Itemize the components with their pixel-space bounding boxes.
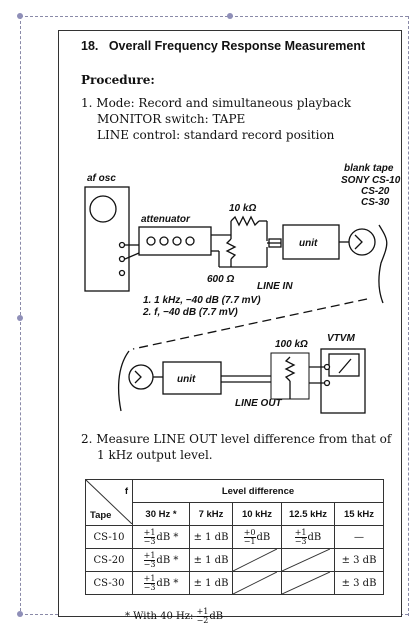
label-signal-1: 1. 1 kHz, −40 dB (7.7 mV) <box>143 295 261 306</box>
label-tape-cs10: SONY CS-10 <box>341 175 401 186</box>
empty-cell-slash <box>233 572 277 594</box>
cell-12-5khz-empty <box>281 571 335 595</box>
label-r3: 100 kΩ <box>275 339 308 350</box>
label-attenuator: attenuator <box>141 214 191 225</box>
manual-page: 18. Overall Frequency Response Measureme… <box>58 30 402 625</box>
label-signal-2: 2. f, −40 dB (7.7 mV) <box>142 307 238 318</box>
group-header: Level difference <box>132 479 384 503</box>
label-tape-cs20: CS-20 <box>361 186 390 197</box>
margin-handle-top-left <box>17 13 23 19</box>
cell-15khz: ± 3 dB <box>334 548 384 572</box>
row-tape: CS-30 <box>85 571 133 595</box>
margin-handle-top-mid <box>227 13 233 19</box>
af-osc-box <box>84 186 130 292</box>
vtvm-meter <box>328 353 360 377</box>
resistor-10k <box>230 215 260 227</box>
cell-10khz-empty <box>232 571 282 595</box>
section-title-text: Overall Frequency Response Measurement <box>108 39 366 53</box>
step-2-line-1: 2. Measure LINE OUT level difference fro… <box>81 432 392 446</box>
label-af-osc: af osc <box>87 173 116 184</box>
measurement-diagram: af osc attenuator 10 kΩ 600 Ω unit LINE … <box>84 163 401 414</box>
step-1-line-2: MONITOR switch: TAPE <box>97 112 246 126</box>
corner-f: f <box>124 486 128 497</box>
cell-15khz: — <box>334 525 384 549</box>
section-title: 18. Overall Frequency Response Measureme… <box>81 39 365 53</box>
table-corner-cell: f Tape <box>85 479 133 526</box>
corner-tape: Tape <box>90 510 112 521</box>
margin-guide-top <box>20 16 408 17</box>
label-blank-tape: blank tape <box>344 163 394 174</box>
col-header-7khz: 7 kHz <box>189 502 233 526</box>
procedure-label: Procedure: <box>81 73 155 87</box>
margin-handle-left-mid <box>17 315 23 321</box>
step-2: 2. Measure LINE OUT level difference fro… <box>81 431 391 463</box>
attenuator-box <box>138 226 212 256</box>
label-tape-cs30: CS-30 <box>361 197 390 208</box>
col-header-10khz: 10 kHz <box>232 502 282 526</box>
corner-diagonal <box>86 480 132 524</box>
empty-cell-slash <box>282 572 330 594</box>
col-header-30hz: 30 Hz * <box>132 502 190 526</box>
af-osc-dial <box>89 195 117 223</box>
cell-10khz-empty <box>232 548 282 572</box>
label-unit-bottom: unit <box>177 374 196 385</box>
label-r1: 10 kΩ <box>229 203 256 214</box>
tape-path-bottom <box>117 350 130 412</box>
row-tape: CS-20 <box>85 548 133 572</box>
label-line-in: LINE IN <box>257 281 293 292</box>
cell-7khz: ± 1 dB <box>189 548 233 572</box>
empty-cell-slash <box>282 549 330 571</box>
resistor-100k <box>284 356 296 382</box>
section-number: 18. <box>81 39 99 53</box>
step-1-line-3: LINE control: standard record position <box>97 128 335 142</box>
col-header-15khz: 15 kHz <box>334 502 384 526</box>
label-vtvm: VTVM <box>327 333 355 344</box>
level-difference-table: f Tape Level difference 30 Hz * 7 kHz 10… <box>85 479 384 595</box>
margin-handle-bottom-left <box>17 611 23 617</box>
cell-7khz: ± 1 dB <box>189 571 233 595</box>
playback-head-top <box>348 228 376 256</box>
tape-path-top <box>354 234 363 250</box>
empty-cell-slash <box>233 549 277 571</box>
step-1-line-1: 1. Mode: Record and simultaneous playbac… <box>81 96 352 110</box>
col-header-12-5khz: 12.5 kHz <box>281 502 335 526</box>
cell-15khz: ± 3 dB <box>334 571 384 595</box>
cell-12-5khz-empty <box>281 548 335 572</box>
label-line-out: LINE OUT <box>235 398 283 409</box>
step-2-line-2: 1 kHz output level. <box>97 448 213 462</box>
unit-box-bottom <box>162 361 222 395</box>
margin-guide-right <box>408 16 409 616</box>
cell-7khz: ± 1 dB <box>189 525 233 549</box>
resistor-600 <box>225 238 237 260</box>
row-tape: CS-10 <box>85 525 133 549</box>
label-r2: 600 Ω <box>207 274 234 285</box>
label-unit-top: unit <box>299 238 318 249</box>
vtvm-box <box>320 348 366 414</box>
step-1: 1. Mode: Record and simultaneous playbac… <box>81 95 351 143</box>
